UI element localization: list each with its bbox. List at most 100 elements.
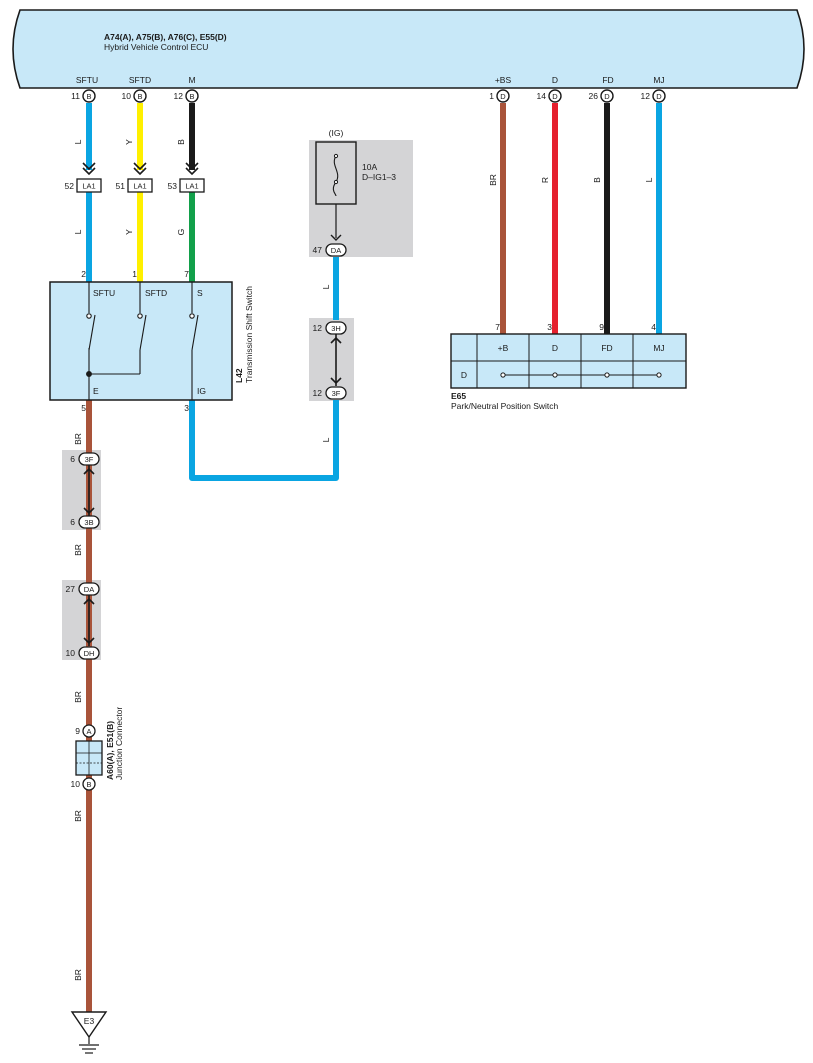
wire-label-fd: B <box>592 177 602 183</box>
shift-switch: 2 1 7 SFTU SFTD S E IG 5 3 L42 Transmiss… <box>49 269 254 413</box>
jc-pin-a: 9 <box>75 726 80 736</box>
shift-switch-term-e: E <box>93 386 99 396</box>
shift-switch-pin-1: 1 <box>132 269 137 279</box>
shift-switch-pin-3: 3 <box>184 403 189 413</box>
junction-3h-3f: 3H 12 3F 12 <box>313 321 347 400</box>
fuse-block: (IG) 10A D–IG1–3 DA 47 <box>313 128 396 257</box>
wire-label-ground-4: BR <box>73 810 83 822</box>
ecu-pin-conn: B <box>137 92 142 101</box>
fuse-name: D–IG1–3 <box>362 172 396 182</box>
wire-label-sftd-lower: Y <box>124 229 134 235</box>
ecu-pin-label-d: D <box>552 75 558 85</box>
ecu-pin-conn: D <box>552 92 558 101</box>
jc-pin-3h: 12 <box>313 323 323 333</box>
jc-conn-a: A <box>86 727 91 736</box>
wire-label-ground-5: BR <box>73 969 83 981</box>
ecu-pin-sftu: 11 B <box>71 89 96 103</box>
junction-connector: A 9 B 10 A60(A), E51(B) Junction Connect… <box>71 707 124 791</box>
fuse-out-connector <box>325 243 347 257</box>
jc-conn-dh: DH <box>84 649 95 658</box>
ecu-pin-label-sftu: SFTU <box>76 75 98 85</box>
ecu-pin-label-sftd: SFTD <box>129 75 151 85</box>
fuse-source: (IG) <box>329 128 344 138</box>
ecu-pin-conn: B <box>189 92 194 101</box>
pn-continuity-row <box>500 372 662 378</box>
shift-switch-pin-2: 2 <box>81 269 86 279</box>
pn-pin-7: 7 <box>495 322 500 332</box>
ecu-pin-d: 14 D <box>537 89 562 103</box>
shift-switch-term-sftu: SFTU <box>93 288 115 298</box>
ecu-pin-bs: 1 D <box>489 89 510 103</box>
wire-label-s-lower: G <box>176 229 186 236</box>
shift-switch-term-s: S <box>197 288 203 298</box>
ecu-pin-m: 12 B <box>174 89 199 103</box>
pn-header-fd: FD <box>601 343 612 353</box>
shift-switch-term-ig: IG <box>197 386 206 396</box>
ecu-pin-number: 10 <box>122 91 132 101</box>
jc-pin-dh: 10 <box>66 648 76 658</box>
ecu-pin-conn: D <box>500 92 506 101</box>
pn-header-mj: MJ <box>653 343 664 353</box>
ecu-pin-conn: D <box>656 92 662 101</box>
ecu-pin-number: 12 <box>641 91 651 101</box>
ecu-pin-mj: 12 D <box>641 89 666 103</box>
la1-pin-number: 51 <box>116 181 126 191</box>
wire-label-ground-1: BR <box>73 433 83 445</box>
jc-conn-3f: 3F <box>332 389 341 398</box>
wire-label-mj: L <box>644 177 654 182</box>
la1-pin-52: LA1 52 <box>65 178 102 193</box>
ecu-pin-label-mj: MJ <box>653 75 664 85</box>
junction-connector-name: Junction Connector <box>114 707 124 780</box>
junction-3f-3b: 3F 6 3B 6 <box>70 452 100 529</box>
ecu-pin-fd: 26 D <box>589 89 614 103</box>
pn-row-label: D <box>461 370 467 380</box>
ecu-pin-label-fd: FD <box>602 75 613 85</box>
pn-switch-code: E65 <box>451 391 466 401</box>
jc-conn-3b: 3B <box>84 518 93 527</box>
fuse-box-background <box>309 140 413 257</box>
junction-connector-code: A60(A), E51(B) <box>105 721 115 780</box>
shift-switch-pin-5: 5 <box>81 403 86 413</box>
ground-icon <box>79 1044 99 1054</box>
wire-ig-loop <box>189 400 339 481</box>
fuse-rating: 10A <box>362 162 377 172</box>
ecu-pin-connectors: 11 B 10 B 12 B 1 D 14 D 26 D <box>71 89 666 103</box>
la1-chevrons <box>82 162 199 176</box>
ground-triangle <box>70 1011 108 1039</box>
la1-conn-label: LA1 <box>133 182 146 191</box>
jc-pin-b: 10 <box>71 779 81 789</box>
la1-pin-number: 53 <box>168 181 178 191</box>
wire-label-sftu-lower: L <box>73 229 83 234</box>
la1-connector: LA1 52 LA1 51 LA1 53 <box>65 162 205 193</box>
ecu-subtitle: Hybrid Vehicle Control ECU <box>104 42 208 52</box>
jc-pin-3f: 6 <box>70 454 75 464</box>
jc-conn-3f: 3F <box>85 455 94 464</box>
la1-conn-label: LA1 <box>185 182 198 191</box>
jc-pin-da: 27 <box>66 584 76 594</box>
ecu-panel: A74(A), A75(B), A76(C), E55(D) Hybrid Ve… <box>12 9 805 89</box>
ecu-pin-conn: D <box>604 92 610 101</box>
shift-switch-term-sftd: SFTD <box>145 288 167 298</box>
wire-label-ig-loop: L <box>321 437 331 442</box>
ecu-pin-label-m: M <box>188 75 195 85</box>
pn-switch-name: Park/Neutral Position Switch <box>451 401 559 411</box>
wire-label-bs: BR <box>488 174 498 186</box>
jc-pin-3f: 12 <box>313 388 323 398</box>
wire-label-sftu-upper: L <box>73 139 83 144</box>
shift-switch-name: Transmission Shift Switch <box>244 286 254 383</box>
ecu-pin-number: 11 <box>71 91 80 101</box>
pn-pin-9: 9 <box>599 322 604 332</box>
la1-conn-label: LA1 <box>82 182 95 191</box>
shift-switch-contacts <box>86 282 199 400</box>
wire-label-ground-3: BR <box>73 691 83 703</box>
pn-switch: 7 3 9 4 +B D FD MJ D E65 Park/Neutral Po… <box>450 322 687 411</box>
pn-pin-4: 4 <box>651 322 656 332</box>
wire-label-sftd-upper: Y <box>124 139 134 145</box>
shift-switch-code: L42 <box>234 368 244 383</box>
ecu-body <box>12 9 805 89</box>
la1-pin-51: LA1 51 <box>116 178 153 193</box>
ecu-pin-conn: B <box>86 92 91 101</box>
pn-header-b: +B <box>498 343 509 353</box>
ecu-pin-number: 1 <box>489 91 494 101</box>
jc-pin-3b: 6 <box>70 517 75 527</box>
